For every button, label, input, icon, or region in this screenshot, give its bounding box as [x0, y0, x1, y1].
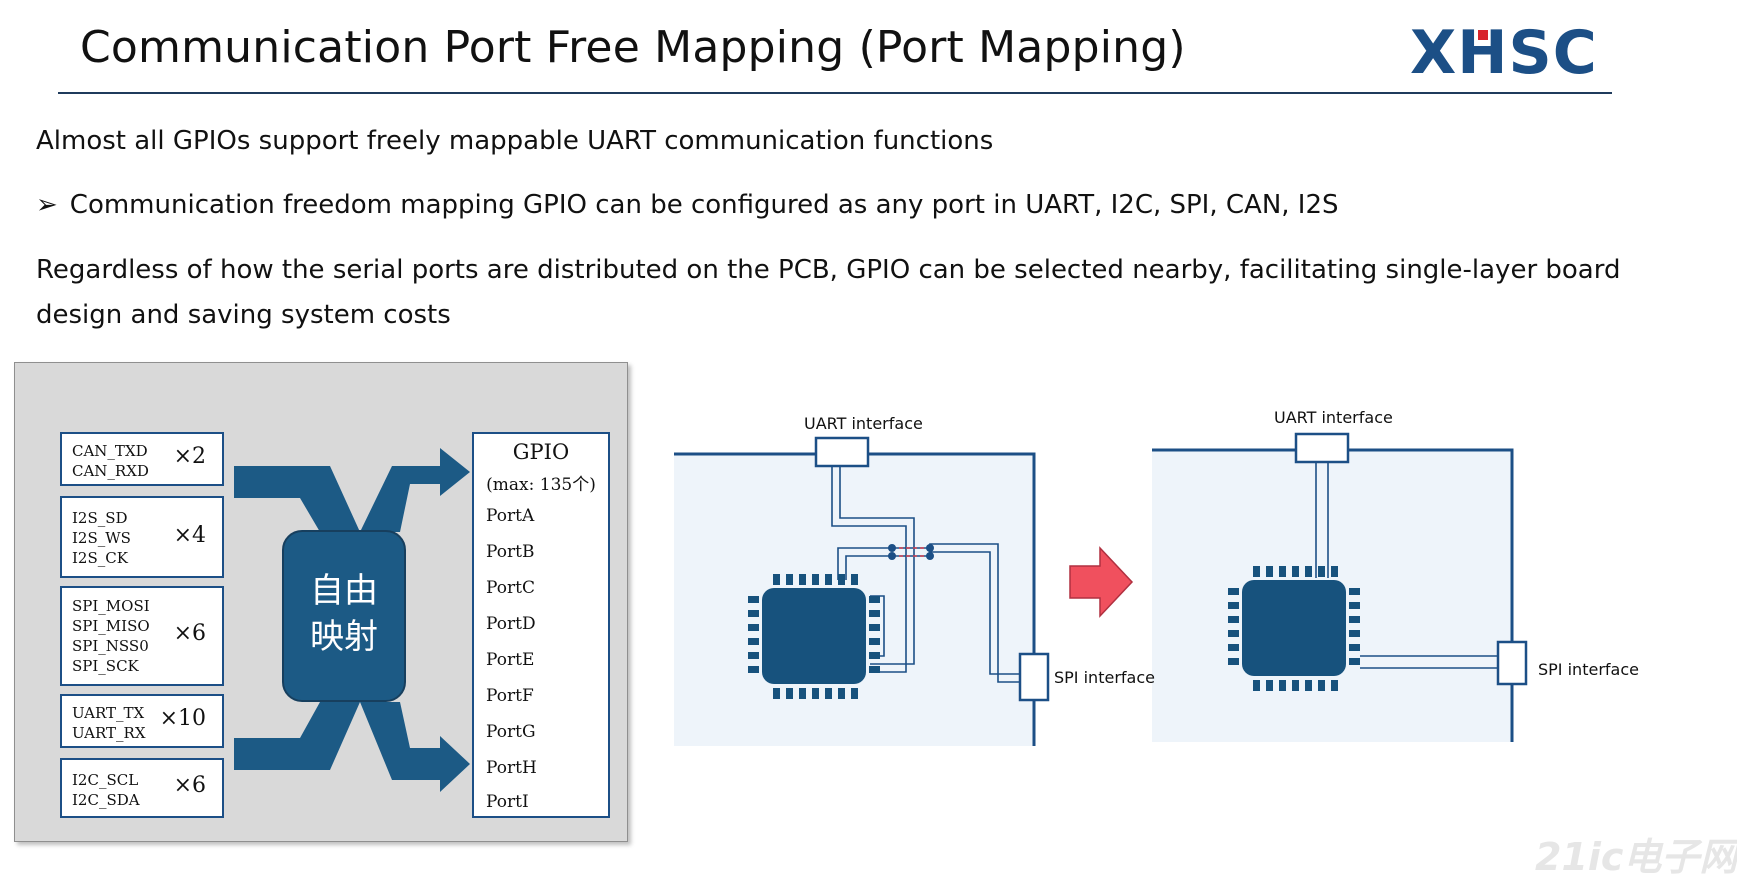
pcb-board-before: [674, 436, 1050, 746]
gpio-port-list: GPIO (max: 135个) PortA PortB PortC PortD…: [472, 432, 610, 818]
signal-multiplier: ×4: [173, 523, 206, 548]
signal-group-uart: UART_TX UART_RX ×10: [60, 694, 224, 748]
logo-red-mark: [1477, 30, 1488, 40]
logo-text-left: X: [1410, 18, 1458, 88]
signal-multiplier: ×6: [173, 621, 206, 646]
signal-name: SPI_NSS0: [72, 637, 149, 655]
gpio-port: PortF: [486, 686, 534, 706]
gpio-port: PortC: [486, 578, 535, 598]
signal-group-i2s: I2S_SD I2S_WS I2S_CK ×4: [60, 496, 224, 578]
spi-connector-after: [1496, 640, 1528, 686]
signal-name: CAN_TXD: [72, 442, 148, 460]
gpio-title: GPIO: [512, 440, 570, 464]
mcu-chip-before-icon: [748, 574, 880, 699]
spi-interface-label-after: SPI interface: [1538, 660, 1639, 679]
free-mapping-block: 自由 映射: [282, 530, 406, 702]
signal-multiplier: ×2: [173, 444, 206, 469]
signal-multiplier: ×10: [159, 706, 206, 731]
paragraph-pcb-line1: Regardless of how the serial ports are d…: [36, 255, 1621, 285]
paragraph-gpio-support: Almost all GPIOs support freely mappable…: [36, 126, 994, 156]
gpio-port: PortG: [486, 722, 536, 742]
gpio-port: PortD: [486, 614, 536, 634]
paragraph-mapping-text: Communication freedom mapping GPIO can b…: [69, 190, 1339, 220]
signal-group-can: CAN_TXD CAN_RXD ×2: [60, 432, 224, 486]
signal-multiplier: ×6: [173, 773, 206, 798]
signal-name: CAN_RXD: [72, 462, 149, 480]
signal-name: SPI_MISO: [72, 617, 150, 635]
signal-name: UART_TX: [72, 704, 145, 722]
signal-name: I2C_SCL: [72, 771, 139, 789]
pcb-board-after: [1152, 432, 1528, 742]
mcu-chip-after-icon: [1228, 566, 1360, 691]
gpio-max-count: (max: 135个): [486, 475, 596, 495]
gpio-port: PortA: [486, 506, 535, 526]
logo-text-mid: H: [1457, 18, 1509, 88]
title-underline: [58, 92, 1612, 94]
gpio-port: PortE: [486, 650, 535, 670]
signal-group-i2c: I2C_SCL I2C_SDA ×6: [60, 758, 224, 818]
signal-name: SPI_SCK: [72, 657, 139, 675]
signal-name: I2S_CK: [72, 549, 128, 567]
signal-name: SPI_MOSI: [72, 597, 150, 615]
transform-arrow-icon: [1069, 546, 1134, 618]
gpio-port: PortB: [486, 542, 535, 562]
signal-name: I2S_WS: [72, 529, 131, 547]
uart-interface-label-before: UART interface: [804, 414, 923, 433]
logo-text-right: SC: [1508, 18, 1598, 88]
signal-name: I2C_SDA: [72, 791, 140, 809]
pcb-routing-diagrams: [674, 432, 1528, 746]
spi-interface-label-before: SPI interface: [1054, 668, 1155, 687]
gpio-port: PortH: [486, 758, 537, 778]
arrow-bullet-icon: ➢: [36, 190, 58, 220]
signal-name: UART_RX: [72, 724, 146, 742]
slide-title: Communication Port Free Mapping (Port Ma…: [80, 22, 1186, 73]
paragraph-mapping-bullet: ➢ Communication freedom mapping GPIO can …: [36, 190, 1339, 220]
uart-connector-after: [1294, 432, 1350, 464]
watermark: 21ic电子网: [1535, 835, 1737, 879]
signal-name: I2S_SD: [72, 509, 128, 527]
logo-h: H: [1457, 18, 1508, 88]
gpio-port: PortI: [486, 792, 529, 812]
uart-connector-before: [814, 436, 870, 468]
free-mapping-label-line2: 映射: [310, 617, 378, 657]
paragraph-pcb-line2: design and saving system costs: [36, 300, 451, 330]
uart-interface-label-after: UART interface: [1274, 408, 1393, 427]
free-mapping-label-line1: 自由: [310, 571, 378, 611]
spi-connector-before: [1018, 652, 1050, 702]
